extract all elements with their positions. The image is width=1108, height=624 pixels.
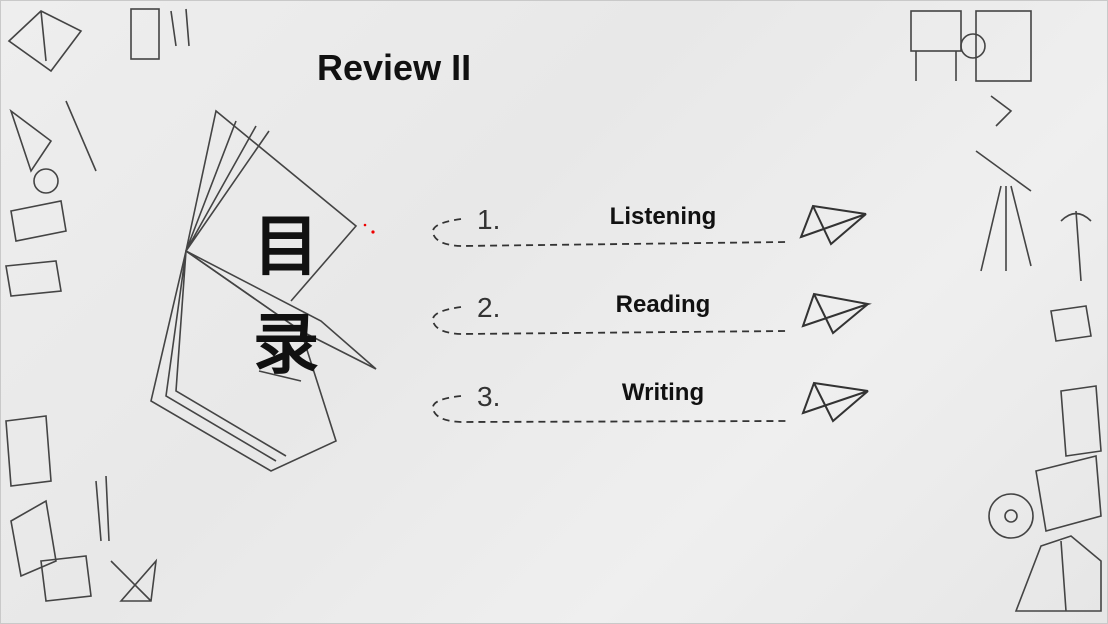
doodle-stationery-icon (5, 100, 158, 602)
item-number-3: 3. (477, 381, 501, 412)
open-book-illustration (150, 109, 377, 472)
toc-item-reading[interactable]: Reading (615, 291, 711, 318)
doodle-school-icon (910, 10, 1102, 612)
paper-plane-icons (799, 204, 872, 423)
item-number-1: 1. (477, 204, 501, 235)
toc-item-writing[interactable]: Writing (621, 379, 705, 406)
slide-title: Review II (317, 47, 472, 88)
toc-heading-char-1: 目 (253, 208, 319, 285)
item-number-2: 2. (477, 292, 501, 323)
toc-heading-char-2: 录 (253, 306, 319, 383)
toc-item-listening[interactable]: Listening (609, 203, 717, 230)
doodle-book-icon (7, 8, 190, 73)
dashed-connectors (432, 218, 787, 423)
